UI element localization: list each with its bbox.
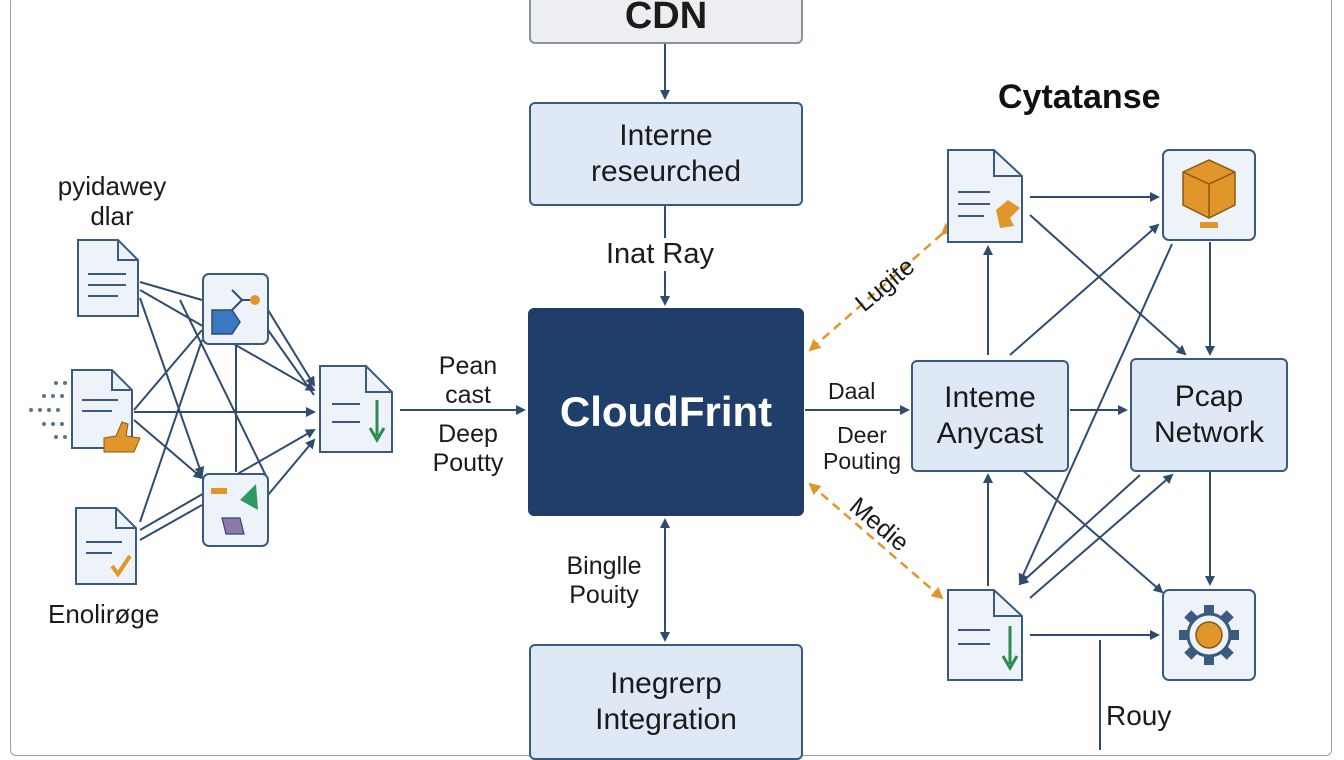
left-top-label: pyidawey dlar (52, 171, 172, 232)
integration-line2: Integration (595, 703, 737, 736)
anycast-line1: Inteme (944, 381, 1036, 414)
shapes-tile-icon (202, 273, 269, 345)
document-transfer-icon (947, 149, 1023, 243)
edge-label-pean-cast: Pean cast (430, 352, 506, 410)
pcap-line1: Pcap (1174, 380, 1244, 413)
edge-l11 (267, 329, 315, 396)
edge-l10 (267, 309, 316, 387)
edge-r13 (1018, 243, 1173, 584)
edge-r10 (1019, 467, 1164, 594)
shapes-tile-icon-2 (202, 473, 269, 547)
pcap-line2: Network (1153, 416, 1265, 449)
integration-line1: Inegrerp (610, 667, 722, 700)
motion-dots (29, 381, 67, 439)
cdn-label: CDN (624, 0, 708, 38)
left-top-line1: pyidawey (57, 171, 167, 201)
document-icon (77, 239, 139, 317)
edge-label-daal: Daal (828, 378, 876, 404)
internet-research-node[interactable]: Interne reseurched (529, 102, 803, 206)
edge-label-inat-ray: Inat Ray (604, 238, 716, 272)
pean-cast-line1: Pean (438, 352, 498, 380)
edge-label-rouy: Rouy (1106, 700, 1172, 731)
edge-l12 (267, 438, 316, 496)
edge-r4 (1009, 223, 1160, 356)
pean-cast-line2: cast (445, 380, 491, 409)
left-top-line2: dlar (90, 200, 134, 231)
document-download-icon (319, 365, 393, 453)
edge-label-binglle-pouity: Binglle Pouity (560, 552, 648, 610)
anycast-node[interactable]: Inteme Anycast (911, 360, 1069, 472)
internet-research-line2: reseurched (590, 155, 742, 188)
document-thumbs-up-icon (71, 369, 141, 453)
deep-pouty-line1: Deep (438, 420, 498, 448)
edge-l3 (139, 297, 205, 477)
cdn-node[interactable]: CDN (529, 0, 803, 44)
left-bottom-label: Enolirøge (48, 599, 160, 629)
edge-label-deer-pouting: Deer Pouting (816, 422, 908, 475)
right-group-title: Cytatanse (998, 78, 1161, 116)
internet-research-line1: Interne (619, 119, 713, 152)
cloudfront-label: CloudFrint (559, 387, 773, 435)
gear-icon (1162, 589, 1256, 681)
edge-l14 (179, 299, 269, 481)
edge-l6 (133, 419, 204, 480)
edge-l7 (139, 339, 203, 523)
document-download-icon-2 (947, 589, 1023, 681)
edge-l4 (133, 329, 203, 411)
deer-line1: Deer (837, 422, 887, 448)
edge-r11 (1029, 473, 1174, 599)
document-check-icon (75, 507, 137, 585)
integration-node[interactable]: Inegrerp Integration (529, 644, 803, 760)
pcap-network-node[interactable]: Pcap Network (1130, 358, 1288, 472)
cloudfront-node[interactable]: CloudFrint (528, 308, 804, 516)
deer-line2: Pouting (822, 448, 901, 475)
binglle-line1: Binglle (566, 552, 642, 580)
edge-l9 (139, 504, 203, 541)
anycast-line2: Anycast (936, 417, 1044, 450)
edge-label-deep-pouty: Deep Poutty (424, 420, 512, 478)
deep-pouty-line2: Poutty (432, 448, 504, 477)
binglle-line2: Pouity (569, 580, 639, 609)
edge-r3 (1029, 214, 1187, 356)
storage-cube-icon (1162, 149, 1256, 241)
edge-l1 (139, 281, 203, 301)
edge-r12 (1018, 474, 1141, 586)
